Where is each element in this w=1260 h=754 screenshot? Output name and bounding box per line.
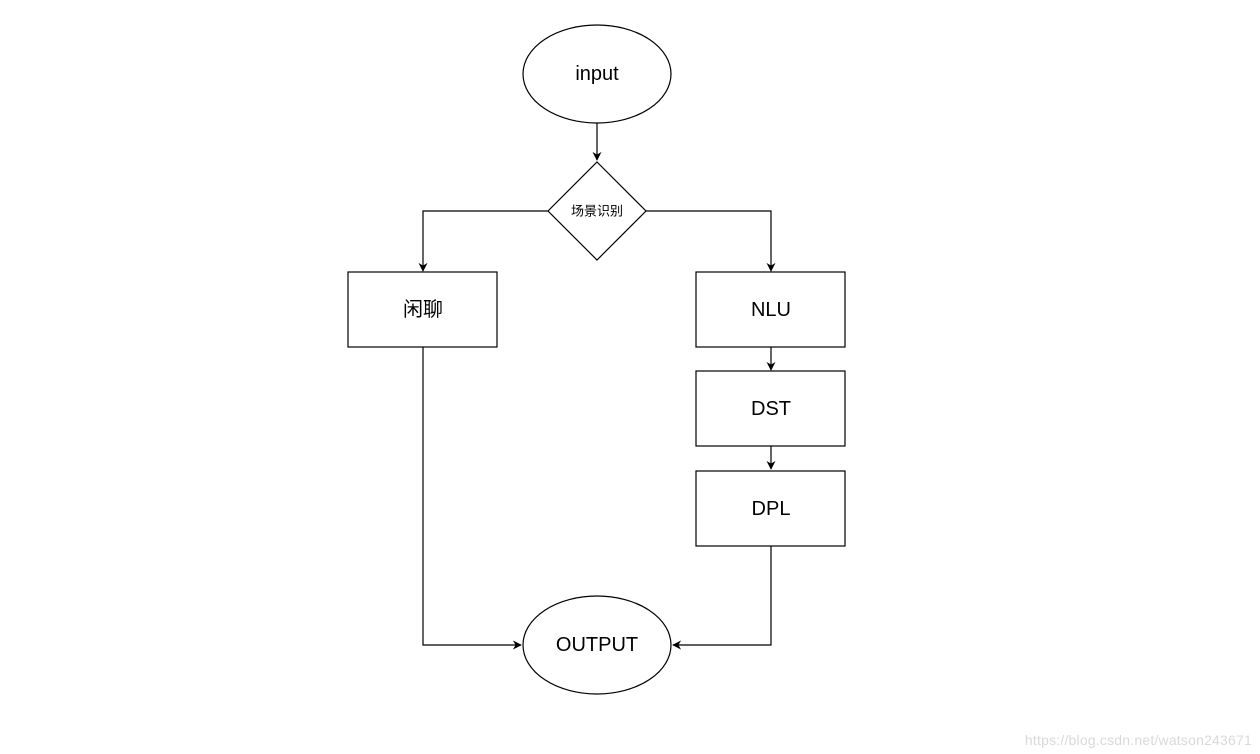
node-dst: DST bbox=[695, 370, 846, 447]
node-chitchat: 闲聊 bbox=[347, 271, 498, 348]
input-label: input bbox=[575, 63, 619, 85]
dst-box bbox=[695, 370, 846, 447]
chitchat-box bbox=[347, 271, 498, 348]
nlu-label: NLU bbox=[751, 299, 791, 321]
nlu-box bbox=[695, 271, 846, 348]
edge-decision-to-nlu bbox=[646, 210, 776, 272]
node-nlu: NLU bbox=[695, 271, 846, 348]
edge-dpl-to-output bbox=[672, 546, 772, 650]
chitchat-label: 闲聊 bbox=[403, 298, 443, 321]
input-ellipse bbox=[522, 24, 672, 124]
edge-decision-to-chitchat bbox=[418, 210, 548, 272]
edge-chitchat-to-output bbox=[422, 347, 522, 650]
dst-label: DST bbox=[751, 398, 791, 420]
dpl-label: DPL bbox=[752, 498, 791, 520]
decision-label: 场景识别 bbox=[571, 204, 623, 219]
node-dpl: DPL bbox=[695, 470, 846, 547]
node-output: OUTPUT bbox=[522, 595, 672, 695]
node-decision: 场景识别 bbox=[547, 161, 647, 261]
output-ellipse bbox=[522, 595, 672, 695]
watermark-text: https://blog.csdn.net/watson243671 bbox=[1024, 732, 1252, 748]
dpl-box bbox=[695, 470, 846, 547]
node-input: input bbox=[522, 24, 672, 124]
output-label: OUTPUT bbox=[556, 634, 638, 656]
decision-diamond bbox=[547, 161, 647, 261]
edges bbox=[418, 123, 776, 650]
